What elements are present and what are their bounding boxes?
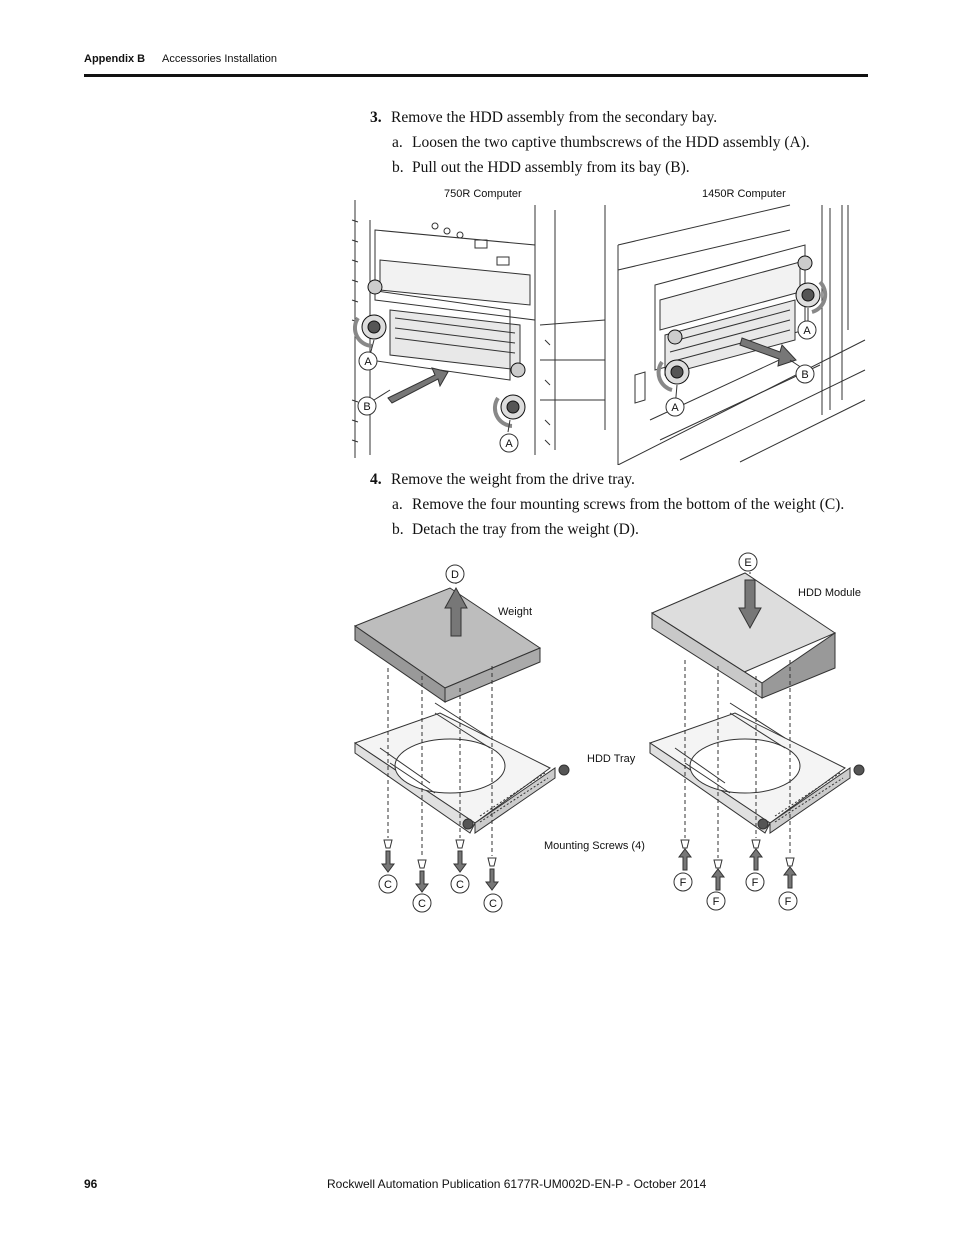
callout-f <box>778 891 798 911</box>
callout-b-label: B <box>801 369 808 381</box>
mounting-screws-label: Mounting Screws (4) <box>544 840 645 852</box>
callout-f-label: F <box>680 877 687 889</box>
callout-f <box>706 891 726 911</box>
callout-c-label: C <box>384 879 392 891</box>
substep-text: Detach the tray from the weight (D). <box>412 521 639 538</box>
substep-letter: b. <box>392 159 404 176</box>
callout-c-label: C <box>418 898 426 910</box>
callout-b <box>357 364 815 416</box>
callout-e <box>738 552 758 572</box>
hdd-tray <box>353 702 570 834</box>
callout-d <box>445 564 465 584</box>
callout-c-label: C <box>456 879 464 891</box>
substep-letter: a. <box>392 134 403 151</box>
callout-f-label: F <box>785 896 792 908</box>
callout-a-label: A <box>505 438 513 450</box>
callout-b-label: B <box>363 401 370 413</box>
caption-750r: 750R Computer <box>444 188 522 200</box>
arrow-up-icon <box>678 848 797 891</box>
hdd-removal-figure: A A A A B B <box>351 200 866 465</box>
hdd-tray <box>648 702 865 834</box>
arrow-up-icon <box>444 586 468 637</box>
callout-f-label: F <box>752 877 759 889</box>
substep-text: Remove the four mounting screws from the… <box>412 496 845 513</box>
callout-c <box>450 874 470 894</box>
weight-tray-figure: D E C C C C F F F F <box>353 552 865 913</box>
step-number: 3. <box>370 109 382 126</box>
hdd-tray-label: HDD Tray <box>587 753 636 765</box>
step-3: 3. Remove the HDD assembly from the seco… <box>370 108 870 128</box>
substep-letter: b. <box>392 521 404 538</box>
callout-c <box>483 893 503 913</box>
pull-arrow-icon <box>739 337 797 367</box>
callout-f <box>673 872 693 892</box>
chassis-750r <box>351 200 606 458</box>
callout-f <box>745 872 765 892</box>
page-number: 96 <box>84 1177 98 1191</box>
appendix-label: Appendix B <box>84 53 146 65</box>
publication-info: Rockwell Automation Publication 6177R-UM… <box>327 1177 707 1191</box>
substep-text: Loosen the two captive thumbscrews of th… <box>412 134 810 151</box>
callout-a <box>358 320 817 453</box>
callout-c-label: C <box>489 898 497 910</box>
page-header: Appendix B Accessories Installation <box>84 53 868 79</box>
callout-a-label: A <box>803 325 811 337</box>
callout-a-label: A <box>671 402 679 414</box>
thumbscrew-icon <box>352 279 526 428</box>
substep-text: Pull out the HDD assembly from its bay (… <box>412 159 690 176</box>
callout-d-label: D <box>451 569 459 581</box>
callout-f-label: F <box>713 896 720 908</box>
thumbscrew-icon <box>656 255 828 392</box>
hdd-module-label: HDD Module <box>798 587 861 599</box>
callout-e-label: E <box>744 557 751 569</box>
step-text: Remove the HDD assembly from the seconda… <box>391 109 718 126</box>
screw-icon <box>383 839 795 869</box>
chassis-1450r <box>617 204 866 465</box>
step-4: 4. Remove the weight from the drive tray… <box>370 470 870 490</box>
arrow-down-icon <box>738 579 762 630</box>
hdd-module <box>650 572 837 699</box>
section-title: Accessories Installation <box>162 53 277 65</box>
weight-label: Weight <box>498 606 533 618</box>
pull-arrow-icon <box>387 367 449 404</box>
step-text: Remove the weight from the drive tray. <box>391 471 635 488</box>
caption-1450r: 1450R Computer <box>702 188 786 200</box>
callout-c <box>378 874 398 894</box>
substep-letter: a. <box>392 496 403 513</box>
header-rule <box>84 74 868 77</box>
step-number: 4. <box>370 471 382 488</box>
callout-a-label: A <box>364 356 372 368</box>
arrow-down-icon <box>381 850 499 893</box>
callout-c <box>412 893 432 913</box>
